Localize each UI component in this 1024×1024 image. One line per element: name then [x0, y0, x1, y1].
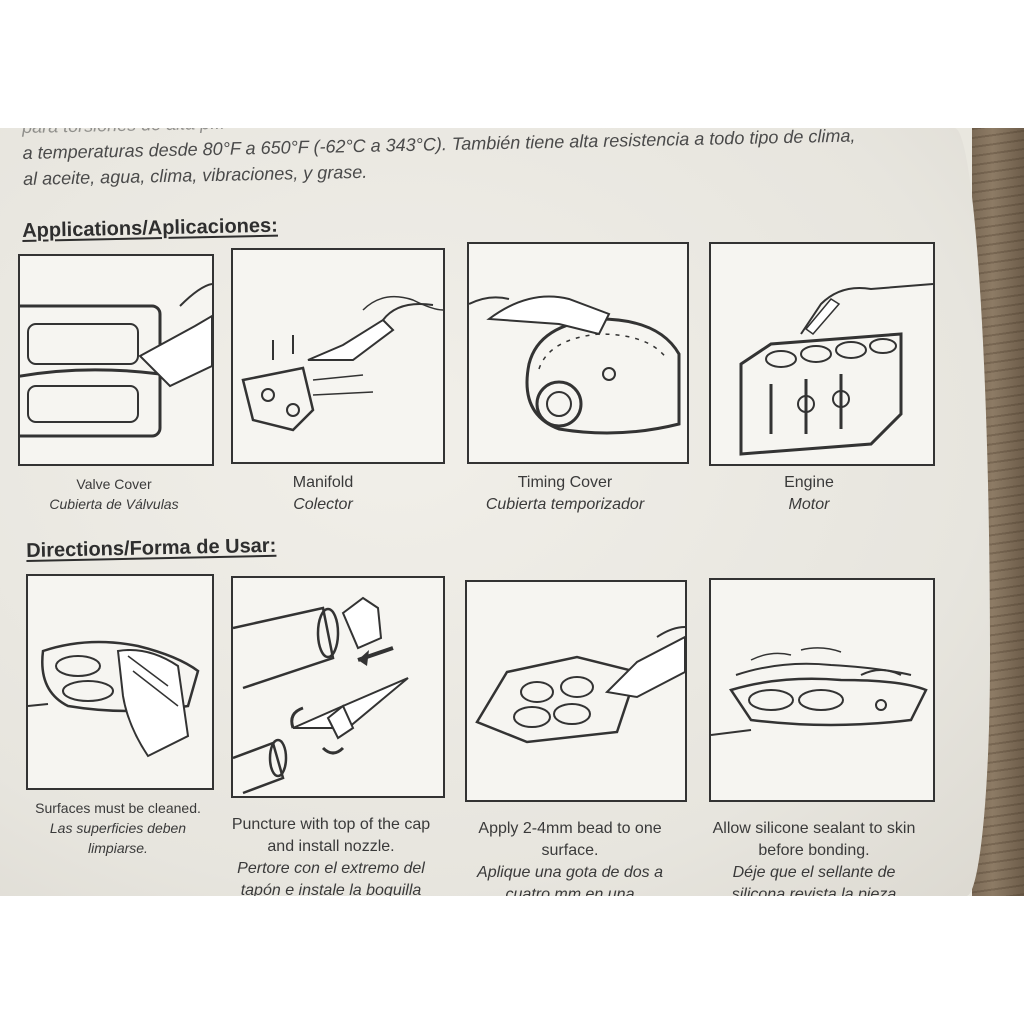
panel-timing-cover [467, 242, 689, 464]
install-nozzle-icon [233, 596, 409, 795]
panel-clean-surface [26, 574, 214, 790]
bond-surfaces-icon [711, 647, 928, 736]
caption-timing-cover: Timing Cover Cubierta temporizador [485, 474, 645, 513]
engine-icon [739, 283, 933, 456]
valve-cover-icon [20, 283, 212, 438]
caption-bond-surfaces: Allow silicone sealant to skin before bo… [712, 820, 916, 896]
photo: para torsiones de alta p... a temperatur… [0, 128, 1024, 896]
apply-bead-icon [475, 626, 685, 744]
panel-apply-bead [465, 580, 687, 802]
caption-engine: Engine Motor [784, 474, 834, 513]
caption-apply-bead: Apply 2-4mm bead to one surface. Aplique… [477, 820, 663, 896]
manifold-icon [241, 295, 443, 432]
directions-title: Directions/Forma de Usar: [26, 534, 277, 562]
timing-cover-icon [469, 295, 681, 435]
intro-text: para torsiones de alta p... a temperatur… [22, 128, 963, 192]
instruction-card: para torsiones de alta p... a temperatur… [0, 128, 990, 896]
caption-install-nozzle: Puncture with top of the cap and install… [231, 816, 431, 896]
panel-valve-cover [18, 254, 214, 466]
panel-install-nozzle [231, 576, 445, 798]
caption-manifold: Manifold Colector [292, 474, 354, 513]
caption-clean-surface: Surfaces must be cleaned. Las superficie… [35, 800, 201, 856]
clean-surface-icon [28, 640, 200, 758]
caption-valve-cover: Valve Cover Cubierta de Válvulas [49, 476, 179, 512]
panel-engine [709, 242, 935, 466]
panel-manifold [231, 248, 445, 464]
panel-bond-surfaces [709, 578, 935, 802]
applications-title: Applications/Aplicaciones: [22, 214, 279, 242]
